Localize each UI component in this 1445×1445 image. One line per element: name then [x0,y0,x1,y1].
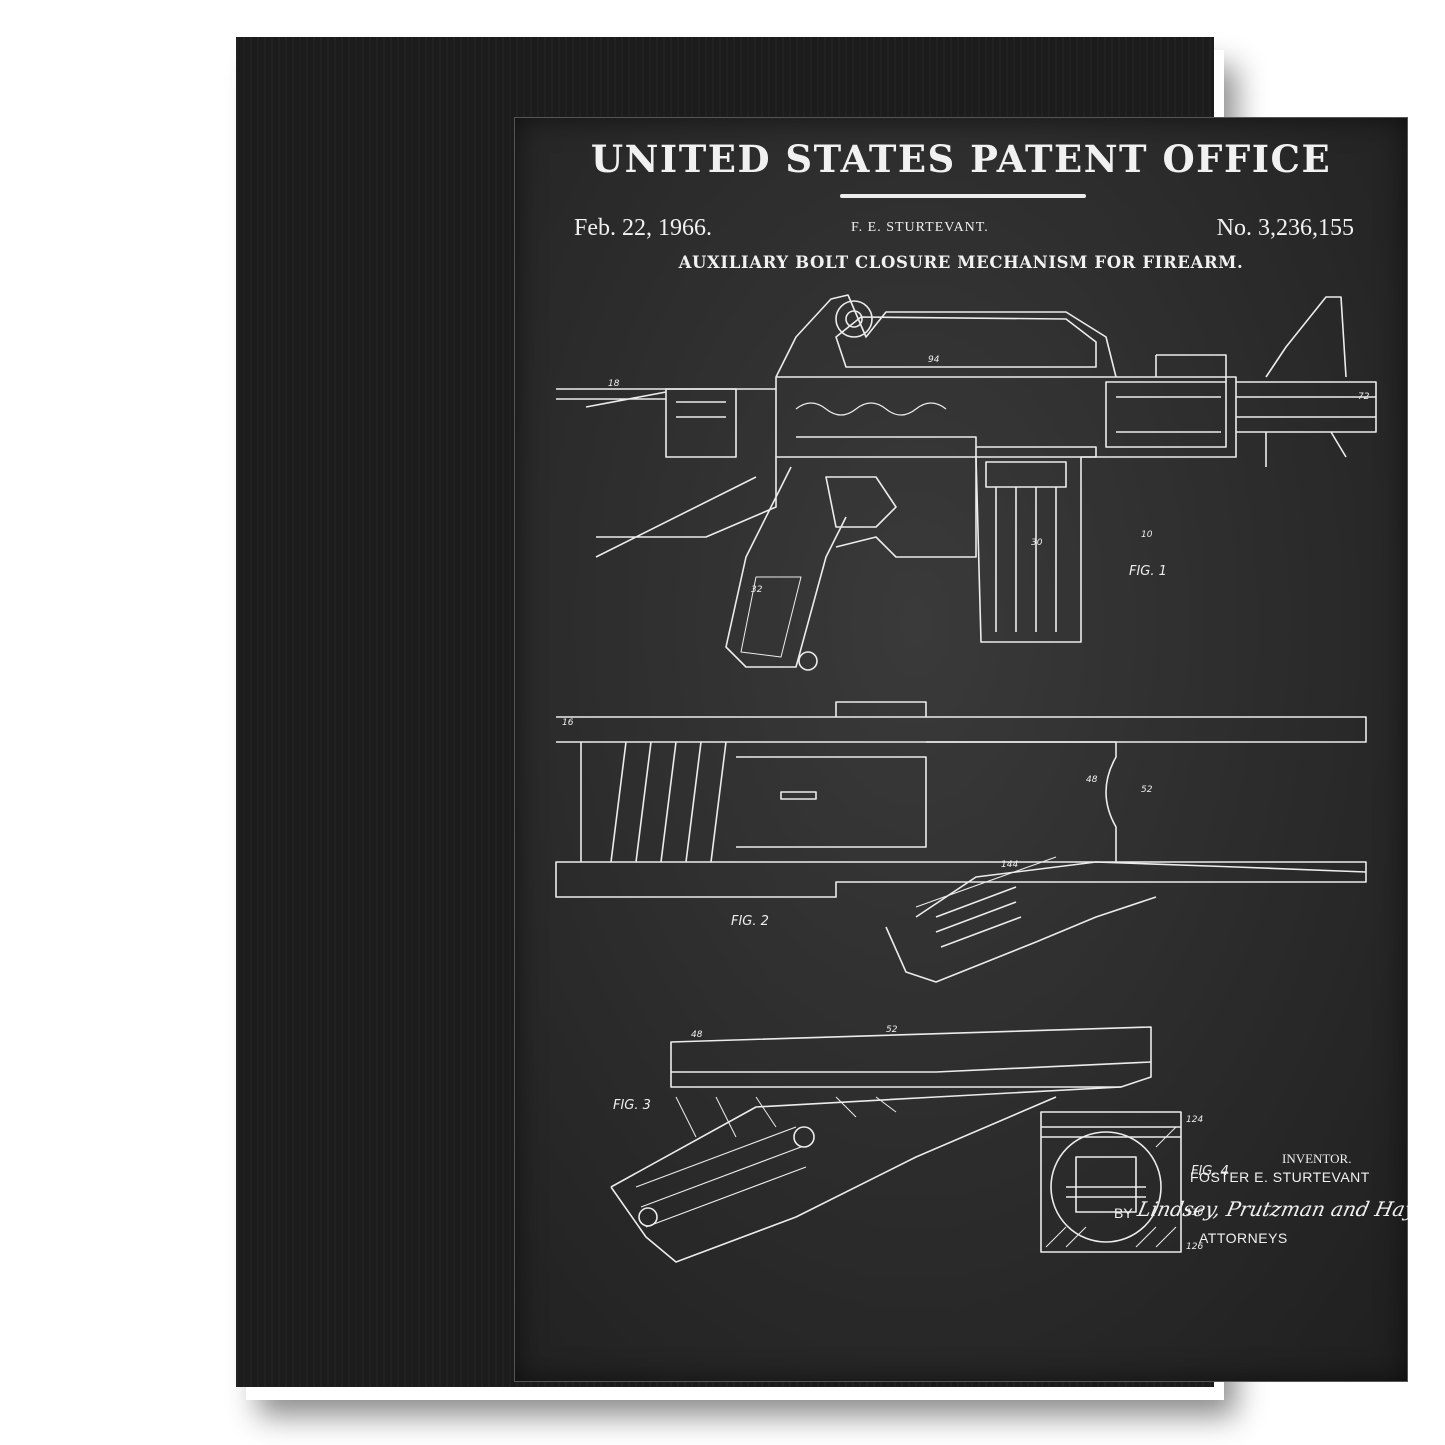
by-label: BY [1114,1205,1133,1221]
part-number: 32 [751,585,763,595]
picture-frame: UNITED STATES PATENT OFFICE Feb. 22, 196… [236,37,1408,1387]
fig3-section-drawing [610,1026,1152,1263]
part-number: 16 [562,718,574,728]
fig1-label: FIG. 1 [1129,564,1167,579]
title-divider [840,194,1086,198]
patent-drawings: FIG. 1 18 94 72 32 30 10 FIG. 2 16 48 [555,294,1377,1263]
part-number: 144 [1001,860,1018,870]
inventor-short: F. E. STURTEVANT. [851,220,989,235]
attorney-signature: Lindsey, Prutzman and Hayes [1135,1197,1408,1221]
fig3-label: FIG. 3 [613,1098,651,1113]
part-number: 52 [1141,785,1153,795]
part-number: 30 [1031,538,1043,548]
part-number: 52 [886,1025,898,1035]
part-number: 10 [1141,530,1153,540]
fig1-rifle-drawing [556,294,1377,671]
part-number: 48 [691,1030,703,1040]
attorneys-label: ATTORNEYS [1199,1230,1288,1246]
part-number: 94 [928,355,940,365]
patent-subtitle: AUXILIARY BOLT CLOSURE MECHANISM FOR FIR… [678,253,1244,272]
part-number: 18 [608,379,620,389]
patent-date: Feb. 22, 1966. [574,215,712,241]
part-number: 124 [1186,1115,1203,1125]
patent-number: No. 3,236,155 [1216,215,1354,241]
inventor-label: INVENTOR. [1282,1151,1352,1166]
fig4-cross-section-drawing [1040,1111,1182,1253]
fig2-bolt-carrier-drawing [555,701,1367,983]
fig4-label: FIG. 4 [1191,1164,1229,1179]
patent-poster: UNITED STATES PATENT OFFICE Feb. 22, 196… [514,117,1408,1382]
part-number: 48 [1086,775,1098,785]
fig2-label: FIG. 2 [731,914,769,929]
part-number: 130 [1186,1208,1203,1218]
inventor-name: FOSTER E. STURTEVANT [1190,1169,1370,1185]
part-number: 126 [1186,1242,1203,1252]
poster-title: UNITED STATES PATENT OFFICE [590,137,1332,181]
part-number: 72 [1358,392,1370,402]
